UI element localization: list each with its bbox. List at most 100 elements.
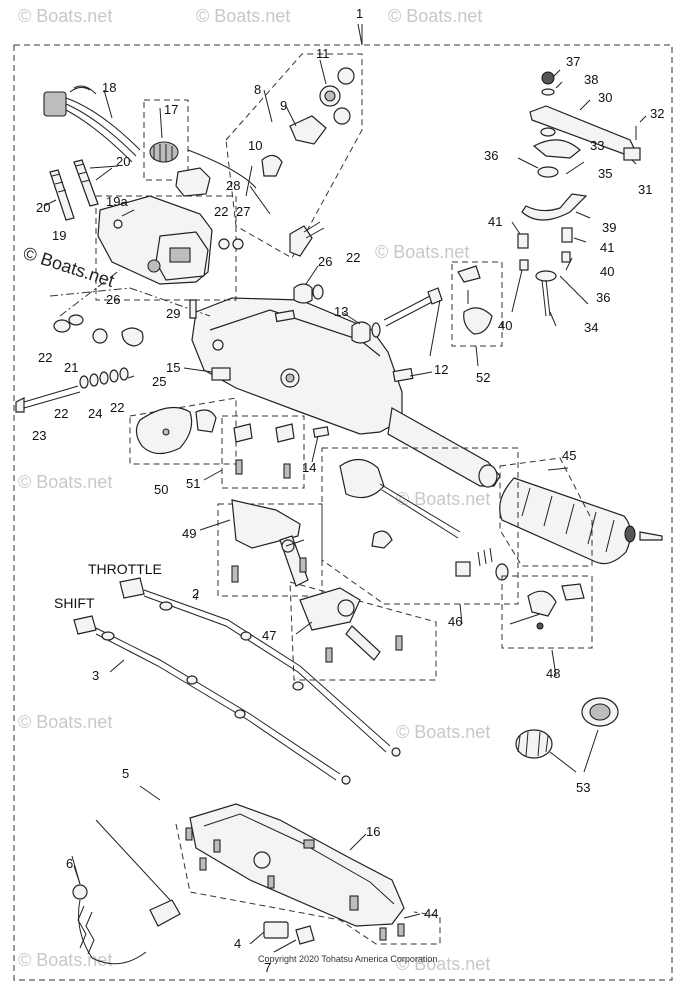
callout-32: 32 [650, 106, 664, 121]
callout-49: 49 [182, 526, 196, 541]
callout-13: 13 [334, 304, 348, 319]
throttle-link-49 [217, 499, 323, 597]
callout-26a: 26 [106, 292, 120, 307]
callout-26b: 26 [318, 254, 332, 269]
pivot-bolt [351, 287, 443, 344]
callout-25: 25 [152, 374, 166, 389]
friction-group [517, 71, 641, 317]
callout-51: 51 [186, 476, 200, 491]
callout-33: 33 [590, 138, 604, 153]
callout-47: 47 [262, 628, 276, 643]
callout-30: 30 [598, 90, 612, 105]
callout-20a: 20 [116, 154, 130, 169]
callout-2: 2 [192, 586, 199, 601]
shift-link-47 [289, 581, 437, 681]
shift-mechanism-46 [321, 447, 519, 605]
watermark-9: © Boats.net [18, 950, 112, 970]
studs [49, 159, 99, 221]
callout-28: 28 [226, 178, 240, 193]
watermark-8: © Boats.net [396, 722, 490, 742]
callout-19: 19 [52, 228, 66, 243]
part-4 [263, 921, 289, 939]
callout-5: 5 [122, 766, 129, 781]
wiring-harness [43, 85, 141, 163]
callout-19a: 19a [106, 194, 128, 209]
decal-12 [392, 367, 414, 383]
watermark-6: © Boats.net [396, 489, 490, 509]
callout-50: 50 [154, 482, 168, 497]
watermark-1: © Boats.net [18, 6, 112, 26]
clip-28 [175, 167, 211, 197]
callout-31: 31 [638, 182, 652, 197]
callout-35: 35 [598, 166, 612, 181]
knobs-53 [515, 697, 619, 773]
callout-10: 10 [248, 138, 262, 153]
callout-22d: 22 [214, 204, 228, 219]
callout-44: 44 [424, 906, 438, 921]
callout-8: 8 [254, 82, 261, 97]
callout-53: 53 [576, 780, 590, 795]
callout-7: 7 [264, 960, 271, 975]
watermark-2: © Boats.net [196, 6, 290, 26]
callout-3: 3 [92, 668, 99, 683]
callout-22c: 22 [110, 400, 124, 415]
callout-39: 39 [602, 220, 616, 235]
washer-22a [218, 238, 230, 250]
callout-24: 24 [88, 406, 102, 421]
assembly-frame [13, 44, 673, 981]
callout-36b: 36 [596, 290, 610, 305]
callout-48: 48 [546, 666, 560, 681]
watermark-7: © Boats.net [18, 712, 112, 732]
callout-12: 12 [434, 362, 448, 377]
callout-numbers: 1 2 3 4 5 6 7 8 9 10 11 12 13 14 15 16 1… [32, 6, 664, 975]
choke-knob-48 [501, 575, 593, 649]
decal-14 [312, 426, 330, 438]
watermark-3: © Boats.net [388, 6, 482, 26]
callout-46: 46 [448, 614, 462, 629]
callout-1: 1 [356, 6, 363, 21]
bolt-29 [189, 299, 197, 319]
lower-cover-16 [175, 803, 441, 945]
callout-40a: 40 [498, 318, 512, 333]
callout-16: 16 [366, 824, 380, 839]
left-hardware [15, 269, 211, 413]
tiller-handle-body [191, 291, 501, 488]
callout-17: 17 [164, 102, 178, 117]
callout-23: 23 [32, 428, 46, 443]
callout-18: 18 [102, 80, 116, 95]
washer-22b [312, 284, 324, 300]
callout-15: 15 [166, 360, 180, 375]
watermark-10: © Boats.net [396, 954, 490, 974]
watermark-5: © Boats.net [18, 472, 112, 492]
leaders [43, 23, 647, 953]
watermark-4: © Boats.net [375, 242, 469, 262]
callout-4: 4 [234, 936, 241, 951]
callout-22b: 22 [54, 406, 68, 421]
copyright-text: Copyright 2020 Tohatsu America Corporati… [258, 954, 437, 964]
lanyard-6 [71, 819, 181, 965]
callout-38: 38 [584, 72, 598, 87]
part-7 [295, 925, 315, 945]
callout-34: 34 [584, 320, 598, 335]
throttle-label: THROTTLE [88, 561, 162, 577]
callout-11: 11 [316, 46, 330, 61]
collar-26 [293, 283, 313, 304]
decal-13 [274, 309, 296, 323]
nut-27 [232, 238, 244, 250]
callout-9: 9 [280, 98, 287, 113]
tiller-grip [499, 457, 663, 567]
stop-switch-group [225, 53, 363, 259]
callout-45: 45 [562, 448, 576, 463]
callout-29: 29 [166, 306, 180, 321]
callout-37: 37 [566, 54, 580, 69]
callout-52: 52 [476, 370, 490, 385]
callout-21: 21 [64, 360, 78, 375]
callout-22e: 22 [346, 250, 360, 265]
callout-40b: 40 [600, 264, 614, 279]
switch-52 [451, 261, 503, 347]
decal-15 [211, 367, 231, 381]
cables [73, 577, 401, 785]
callout-27: 27 [236, 204, 250, 219]
callout-20b: 20 [36, 200, 50, 215]
